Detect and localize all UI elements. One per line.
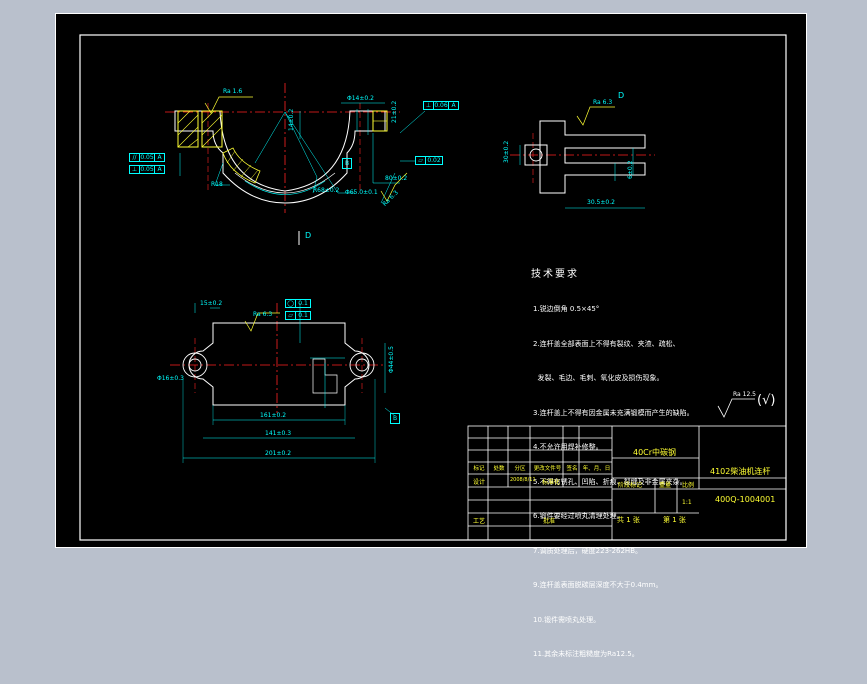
row-standard: 标准化 xyxy=(542,479,561,486)
outer-frame xyxy=(55,13,807,548)
drawing-number: 400Q-1004001 xyxy=(715,495,776,504)
dimension-label: R68±0.2 xyxy=(313,187,340,194)
note-item: 6.锻件要经过喷丸清理处理。 xyxy=(533,512,624,520)
dimension-label: 15±0.2 xyxy=(200,300,223,307)
dimension-label: 80±0.2 xyxy=(385,175,408,182)
section-mark: D xyxy=(305,231,312,240)
dimension-label: 161±0.2 xyxy=(260,412,287,419)
scale-value: 1:1 xyxy=(682,499,692,506)
title-block-headers: 标记 处数 分区 更改文件号 签名 年、月、日 xyxy=(473,466,611,472)
title-block-grid xyxy=(467,425,787,541)
dimension-label: R18 xyxy=(211,181,223,188)
side-view xyxy=(510,106,655,209)
dimension-label: Φ14±0.2 xyxy=(347,95,374,102)
note-item: 3.连杆盖上不得有因金属未充满锻模而产生的缺陷。 xyxy=(533,408,694,417)
dimension-label: Φ44±0.5 xyxy=(388,346,395,373)
datum-box-c: B xyxy=(390,413,400,424)
plan-view xyxy=(170,303,396,463)
row-approve: 批准 xyxy=(543,518,556,525)
dimension-label: 30±0.2 xyxy=(503,140,510,163)
roughness-label: Ra 6.3 xyxy=(253,311,273,318)
section-mark: D xyxy=(618,91,625,100)
note-item: 11.其余未标注粗糙度为Ra12.5。 xyxy=(533,650,639,658)
datum-box-b: B xyxy=(342,158,352,169)
dimension-label: Φ16±0.3 xyxy=(157,375,184,382)
dimension-label: 141±0.3 xyxy=(265,430,292,437)
stage-label: 阶段标记 xyxy=(618,482,643,489)
roughness-label: Ra 6.3 xyxy=(381,189,400,208)
cad-drawing xyxy=(55,13,807,548)
drawing-sheet: Ra 1.6 Φ14±0.2 21±0.2 14±0.2 R68±0.2 Φ65… xyxy=(55,13,807,658)
dimension-label: 14±0.2 xyxy=(288,108,295,131)
note-item: 发裂、毛边、毛刺、氧化皮及损伤现象。 xyxy=(533,374,664,382)
note-item: 1.锐边倒角 0.5×45° xyxy=(533,305,600,313)
rest-roughness-symbol xyxy=(717,398,755,418)
row-design: 设计 xyxy=(473,479,486,486)
note-item: 10.锻件需喷丸处理。 xyxy=(533,615,601,624)
dimension-label: 21±0.2 xyxy=(391,100,398,123)
tolerance-frame: ◯ 0.1 xyxy=(285,299,311,308)
note-item: 5.不得有锈孔、凹陷、折痕、裂缝及非金属夹杂。 xyxy=(533,477,687,486)
material-label: 40Cr中碳钢 xyxy=(633,448,677,457)
note-item: 4.不允许用焊补修整。 xyxy=(533,443,603,451)
weight-label: 重量 xyxy=(659,482,672,489)
front-view xyxy=(165,83,426,213)
dimension-label: Φ65.0±0.1 xyxy=(345,189,378,196)
rest-roughness-paren: (√) xyxy=(757,393,776,408)
dimension-label: 6±0.2 xyxy=(627,160,634,179)
note-item: 9.连杆盖表面脱碳层深度不大于0.4mm。 xyxy=(533,581,663,589)
date-stamp: 2008/8/11 xyxy=(510,477,536,483)
roughness-label: Ra 6.3 xyxy=(593,99,613,106)
note-item: 2.连杆盖全部表面上不得有裂纹、夹渣、疏松、 xyxy=(533,339,680,348)
note-item: 7.调质处理后，硬度223-262HB。 xyxy=(533,546,642,555)
row-process: 工艺 xyxy=(473,518,486,525)
drawing-name: 4102柴油机连杆 xyxy=(710,467,771,476)
tolerance-frame: ▱ 0.1 xyxy=(285,311,311,320)
tolerance-frame: ⊥ 0.06 A xyxy=(423,101,459,110)
inner-frame xyxy=(79,34,787,541)
tolerance-frame: ⊥ 0.05 A xyxy=(129,165,165,174)
roughness-label: Ra 1.6 xyxy=(223,88,243,95)
sheet-number: 第 1 张 xyxy=(663,516,686,524)
tolerance-frame: // 0.05 A xyxy=(129,153,165,162)
sheets-total: 共 1 张 xyxy=(617,516,640,524)
dimension-label: 30.5±0.2 xyxy=(587,199,615,206)
scale-label: 比例 xyxy=(682,482,695,489)
dimension-label: 201±0.2 xyxy=(265,450,292,457)
rest-roughness-value: Ra 12.5 xyxy=(733,391,756,398)
tolerance-frame: ▱ 0.02 xyxy=(415,156,443,165)
notes-title: 技术要求 xyxy=(531,269,579,280)
